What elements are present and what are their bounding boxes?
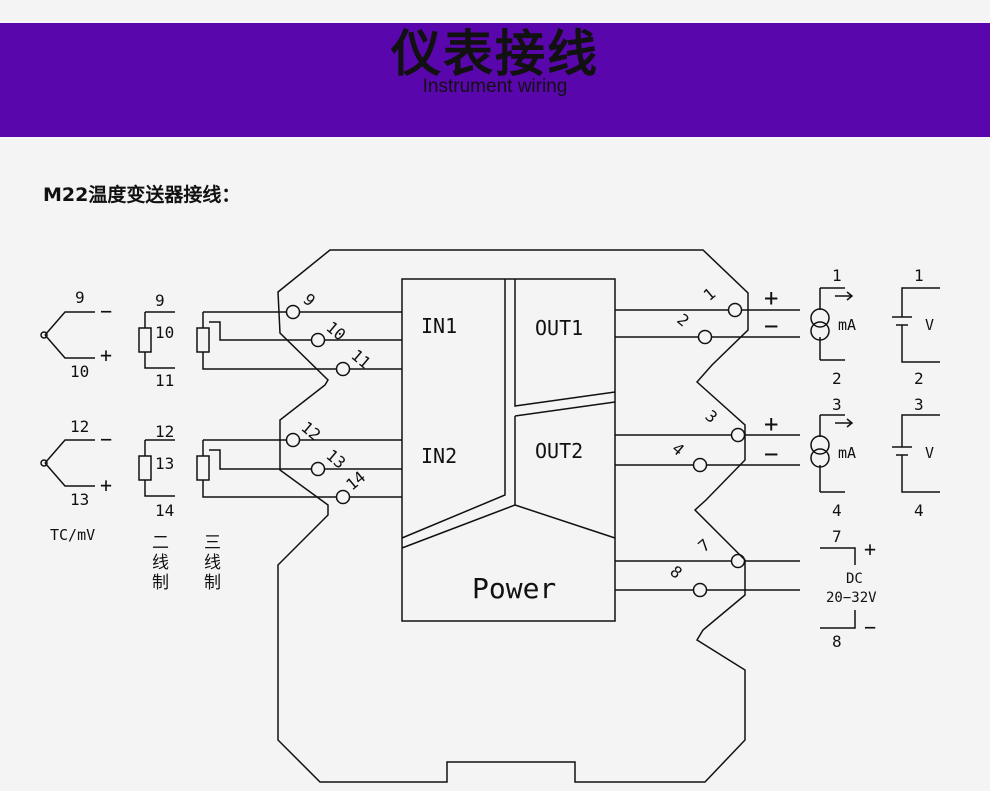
terminal-label-3: 3: [701, 406, 721, 427]
out2-plus: +: [764, 410, 778, 438]
terminal-label-7: 7: [694, 535, 714, 556]
v1-bottom-label: 2: [914, 369, 924, 388]
rtd-3wire-1: [196, 311, 336, 370]
out1-label: OUT1: [535, 316, 583, 340]
thermocouple-2: 12 13 − +: [40, 417, 112, 509]
terminal-14: [335, 489, 351, 505]
ma2-top-label: 3: [832, 395, 842, 414]
out2-label: OUT2: [535, 439, 583, 463]
ma2-unit: mA: [838, 444, 856, 462]
rtd-2wire-2: 12 13 14: [138, 422, 175, 520]
v1-unit: V: [925, 316, 934, 334]
thermocouple-1: 9 10 − +: [40, 288, 112, 381]
v2-top-label: 3: [914, 395, 924, 414]
terminal-label-2: 2: [673, 310, 693, 331]
rtd2w2-top: 12: [155, 422, 174, 441]
terminal-3: [730, 427, 746, 443]
out1-minus: −: [764, 312, 778, 340]
tc2-minus: −: [100, 427, 112, 451]
terminal-4: [692, 457, 708, 473]
terminal-7: [730, 553, 746, 569]
terminal-label-4: 4: [668, 439, 688, 460]
input-terminals: 9 10 11 12 13 14: [285, 290, 402, 505]
ma1-top-label: 1: [832, 266, 842, 285]
power-bottom-label: 8: [832, 632, 842, 651]
terminal-12: [285, 432, 301, 448]
tc2-plus: +: [100, 473, 112, 497]
terminal-label-9: 9: [299, 290, 319, 311]
power-top-label: 7: [832, 527, 842, 546]
power-label: Power: [472, 572, 556, 605]
power-range: 20−32V: [826, 590, 877, 606]
ma-source-2: 3 4 mA: [810, 395, 856, 520]
two-wire-label: 二线制: [152, 533, 169, 593]
rtd-2wire-1: 9 10 11: [138, 291, 175, 390]
terminal-10: [310, 332, 326, 348]
module-divider: [401, 279, 616, 549]
rtd2w1-mid: 10: [155, 323, 174, 342]
tc1-bottom-label: 10: [70, 362, 89, 381]
rtd2w1-bottom: 11: [155, 371, 174, 390]
rtd2w2-mid: 13: [155, 454, 174, 473]
header-banner: [0, 23, 990, 137]
rtd-3wire-2: [196, 439, 336, 498]
rtd2w1-top: 9: [155, 291, 165, 310]
power-plus: +: [864, 537, 876, 561]
tc2-bottom-label: 13: [70, 490, 89, 509]
in2-label: IN2: [421, 444, 457, 468]
tc1-plus: +: [100, 343, 112, 367]
module-box: [401, 278, 616, 622]
tc1-minus: −: [100, 299, 112, 323]
page-title: 仪表接线: [391, 25, 599, 83]
v2-bottom-label: 4: [914, 501, 924, 520]
v2-unit: V: [925, 444, 934, 462]
power-minus: −: [864, 615, 876, 639]
terminal-8: [692, 582, 708, 598]
terminal-13: [310, 461, 326, 477]
v-source-1: 1 2 V: [892, 266, 940, 388]
rtd2w2-bottom: 14: [155, 501, 174, 520]
terminal-label-8: 8: [666, 562, 686, 583]
tc-mv-label: TC/mV: [50, 526, 95, 544]
power-dc: DC: [846, 571, 863, 587]
terminal-label-1: 1: [700, 284, 720, 305]
v-source-2: 3 4 V: [892, 395, 940, 520]
terminal-11: [335, 361, 351, 377]
in1-label: IN1: [421, 314, 457, 338]
out1-plus: +: [764, 284, 778, 312]
terminal-1: [727, 302, 743, 318]
ma2-bottom-label: 4: [832, 501, 842, 520]
housing-outline: [277, 249, 749, 783]
power-supply: 7 8 + − DC 20−32V: [820, 527, 877, 651]
section-title: M22温度变送器接线：: [43, 184, 241, 206]
tc1-top-label: 9: [75, 288, 85, 307]
three-wire-label: 三线制: [204, 533, 221, 593]
v1-top-label: 1: [914, 266, 924, 285]
page-subtitle: Instrument wiring: [422, 76, 568, 97]
terminal-2: [697, 329, 713, 345]
terminal-label-14: 14: [342, 467, 369, 494]
ma-source-1: 1 2 mA: [810, 266, 856, 388]
out2-minus: −: [764, 440, 778, 468]
tc2-top-label: 12: [70, 417, 89, 436]
ma1-unit: mA: [838, 316, 856, 334]
terminal-9: [285, 304, 301, 320]
ma1-bottom-label: 2: [832, 369, 842, 388]
